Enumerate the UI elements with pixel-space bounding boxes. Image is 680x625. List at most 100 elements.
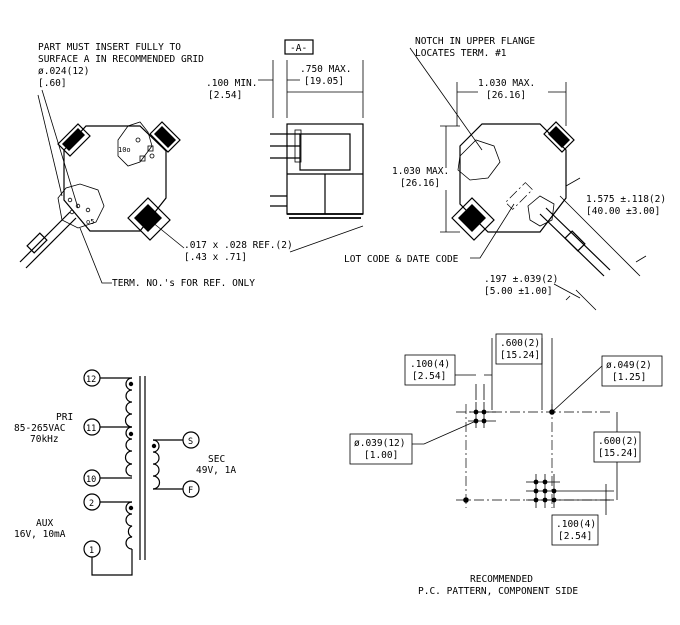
- pin-square: [147, 145, 154, 152]
- pin-hole: [149, 153, 155, 159]
- stub-leader: [553, 283, 581, 299]
- hole-cluster-top-left: [468, 402, 496, 428]
- dim-box-span-top: .600(2) [15.24]: [495, 333, 543, 365]
- pin-11-label: 11: [86, 424, 96, 434]
- lead-dim-label: 1.575 ±.118(2): [586, 194, 666, 205]
- pin-f-terminal: F: [153, 480, 200, 498]
- pin-hole: [85, 207, 91, 213]
- side-base: [287, 213, 363, 219]
- core-corner-tab: [57, 123, 91, 157]
- pcb-caption-line1: RECOMMENDED: [470, 574, 533, 585]
- flange-dim-mm-label: [.43 x .71]: [184, 252, 247, 263]
- polarity-dot: [128, 505, 134, 511]
- dim-span-top-mm-label: [15.24]: [500, 350, 540, 361]
- flying-lead: [25, 217, 77, 269]
- flange-leader: [151, 221, 185, 249]
- term-note-label: TERM. NO.'s FOR REF. ONLY: [112, 278, 255, 289]
- aux-winding: [125, 501, 133, 550]
- pin-2-terminal: 2: [83, 493, 132, 511]
- dim-extension: [440, 125, 460, 233]
- pin-hole: [69, 209, 75, 215]
- notch-cluster: [457, 139, 501, 181]
- pin-12-terminal: 12: [83, 369, 132, 387]
- height-dim-label: 1.030 MAX.: [392, 166, 449, 177]
- pin-f-label: F: [188, 486, 193, 496]
- dim-extension: [475, 384, 485, 400]
- dim-box-mount-dia: ø.049(2) [1.25]: [551, 355, 663, 413]
- polarity-dot: [128, 431, 134, 437]
- dim-pitch-bottom-label: .100(4): [556, 519, 596, 530]
- side-pin-leader: [289, 225, 364, 253]
- dim-span-top-label: .600(2): [500, 338, 540, 349]
- pin-12-label: 12: [86, 375, 96, 385]
- pin-5-label: o5: [86, 218, 94, 226]
- lot-code-area: [505, 182, 533, 210]
- dim-box-span-right: .600(2) [15.24]: [593, 412, 641, 500]
- flying-lead: [19, 211, 71, 263]
- notch-note-line2: LOCATES TERM. #1: [415, 48, 507, 59]
- polarity-dot: [151, 443, 157, 449]
- max-dim-label: .750 MAX.: [300, 64, 351, 75]
- lead-sleeve: [564, 230, 586, 252]
- datum-label: -A-: [290, 43, 307, 54]
- primary-winding: [124, 377, 133, 477]
- dim-span-right-label: .600(2): [598, 436, 638, 447]
- min-dim-label: .100 MIN.: [206, 78, 257, 89]
- max-dim-mm-label: [19.05]: [304, 76, 344, 87]
- aux-label: AUX: [36, 518, 53, 529]
- insert-note-line2: SURFACE A IN RECOMMENDED GRID: [38, 54, 204, 65]
- pin-1-terminal: 1: [83, 540, 133, 576]
- pin-hole: [135, 137, 141, 143]
- insert-note-line1: PART MUST INSERT FULLY TO: [38, 42, 181, 53]
- pin-diameter-mm-label: [.60]: [38, 78, 67, 89]
- pin-11-terminal: 11: [83, 418, 132, 436]
- aux-rating-label: 16V, 10mA: [14, 529, 66, 540]
- pin-s-terminal: S: [153, 431, 200, 449]
- polarity-dot: [128, 381, 134, 387]
- sec-rating-label: 49V, 1A: [196, 465, 236, 476]
- lead-sleeve: [26, 232, 48, 254]
- pin-10-label: 10: [86, 475, 96, 485]
- pin-1-label: 1: [89, 546, 94, 556]
- stub-dim-label: .197 ±.039(2): [484, 274, 558, 285]
- secondary-winding: [152, 439, 161, 490]
- dim-box-pitch-bottom: .100(4) [2.54]: [551, 484, 614, 546]
- side-pin-block: [294, 129, 302, 163]
- flange-dim-label: .017 x .028 REF.(2): [184, 240, 293, 251]
- side-view: -A- .100 MIN. [2.54] .750 MAX. [19.05]: [206, 39, 364, 253]
- pin-s-label: S: [188, 437, 193, 447]
- pin-diameter-label: ø.024(12): [38, 66, 89, 77]
- stub-dim-line: [565, 289, 597, 311]
- pcb-pattern: .100(4) [2.54] .600(2) [15.24] ø.049(2) …: [349, 333, 663, 597]
- lead-dim-line: [559, 195, 641, 277]
- dim-box-hole-dia: ø.039(12) [1.00]: [349, 420, 477, 465]
- width-dim-label: 1.030 MAX.: [478, 78, 535, 89]
- lead-dim-mm-label: [40.00 ±3.00]: [586, 206, 660, 217]
- insert-note-leader: [41, 89, 79, 209]
- dim-span-right-mm-label: [15.24]: [598, 448, 638, 459]
- pri-label: PRI: [56, 412, 73, 423]
- hole-cluster-bottom-right: [526, 474, 560, 508]
- height-dim-mm-label: [26.16]: [400, 178, 440, 189]
- side-pin: [270, 195, 287, 207]
- dim-mount-dia-label: ø.049(2): [606, 360, 652, 371]
- dim-mount-dia-mm-label: [1.25]: [612, 372, 646, 383]
- core-corner-tab: [127, 197, 171, 241]
- pin-cluster-bottom: [57, 183, 105, 229]
- pri-frequency-label: 70kHz: [30, 434, 59, 445]
- stub-dim-mm-label: [5.00 ±1.00]: [484, 286, 553, 297]
- bottom-lead-cluster: [527, 195, 555, 227]
- pin-10-terminal: 10: [83, 469, 132, 487]
- side-pin: [270, 133, 300, 159]
- notch-note-line1: NOTCH IN UPPER FLANGE: [415, 36, 535, 47]
- core-corner-tab: [451, 197, 495, 241]
- pri-voltage-label: 85-265VAC: [14, 423, 65, 434]
- lead-dim-extension: [565, 177, 647, 263]
- width-dim-mm-label: [26.16]: [486, 90, 526, 101]
- pin-dia-leader: [37, 94, 63, 197]
- pcb-caption-line2: P.C. PATTERN, COMPONENT SIDE: [418, 586, 578, 597]
- min-dim-mm-label: [2.54]: [208, 90, 242, 101]
- dim-pitch-top-mm-label: [2.54]: [412, 371, 446, 382]
- lot-code-label: LOT CODE & DATE CODE: [344, 254, 459, 265]
- dim-hole-dia-mm-label: [1.00]: [364, 450, 398, 461]
